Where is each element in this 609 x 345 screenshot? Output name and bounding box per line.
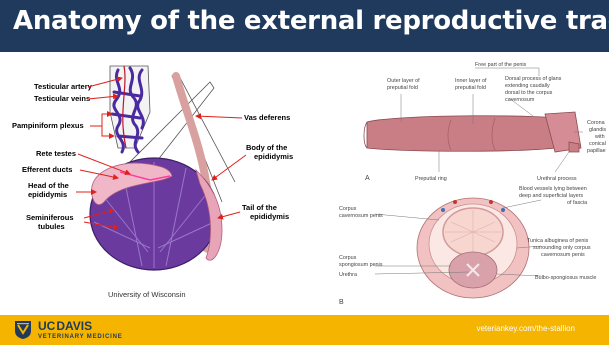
- logo-uc: UC: [38, 319, 55, 333]
- label-inner-2: preputial fold: [455, 85, 486, 91]
- label-urethral-process: Urethral process: [537, 176, 577, 182]
- logo-davis: DAVIS: [56, 319, 92, 333]
- label-body-epididymis-2: epididymis: [254, 152, 293, 161]
- label-dorsal-4: cavernosum: [505, 97, 535, 103]
- logo-vetmed: VETERINARY MEDICINE: [38, 334, 123, 340]
- label-vas-deferens: Vas deferens: [244, 113, 290, 122]
- label-tail-epididymis-2: epididymis: [250, 212, 289, 221]
- slide-title: Anatomy of the external reproductive tra…: [13, 6, 609, 36]
- label-corpus-spong-2: spongiosum penis: [339, 262, 383, 268]
- label-dorsal-3: dorsal to the corpus: [505, 90, 553, 96]
- label-blood-2: deep and superficial layers: [519, 193, 583, 199]
- label-tunica-2: surrounding only corpus: [533, 245, 591, 251]
- label-head-epididymis-2: epididymis: [28, 190, 67, 199]
- label-head-epididymis-1: Head of the: [28, 181, 69, 190]
- label-inner-1: Inner layer of: [455, 78, 487, 84]
- label-blood-3: of fascia: [567, 200, 587, 206]
- label-outer-2: preputial fold: [387, 85, 418, 91]
- label-bulbo: Bulbo-spongiosus muscle: [535, 275, 596, 281]
- label-corona-3: with: [594, 134, 605, 140]
- label-corpus-cav-2: cavernosum penis: [339, 213, 383, 219]
- label-testicular-artery: Testicular artery: [34, 82, 93, 91]
- label-pampiniform-plexus: Pampiniform plexus: [12, 121, 84, 130]
- label-efferent-ducts: Efferent ducts: [22, 165, 72, 174]
- slide-content: Testicular artery Testicular veins Pampi…: [0, 52, 609, 315]
- label-corona-2: glandis: [589, 127, 606, 133]
- label-corona-4: conical: [589, 141, 606, 147]
- label-testicular-veins: Testicular veins: [34, 94, 90, 103]
- label-body-epididymis-1: Body of the: [246, 143, 287, 152]
- label-urethra: Urethra: [339, 272, 357, 278]
- label-corona-5: papillae: [587, 148, 606, 154]
- title-bar: Anatomy of the external reproductive tra…: [0, 0, 609, 52]
- label-corpus-cav-1: Corpus: [339, 206, 357, 212]
- label-corpus-spong-1: Corpus: [339, 255, 357, 261]
- label-rete-testes: Rete testes: [36, 149, 76, 158]
- penis-longitudinal: [364, 112, 581, 152]
- label-tail-epididymis-1: Tail of the: [242, 203, 277, 212]
- label-dorsal-1: Dorsal process of glans: [505, 76, 562, 82]
- label-tunica-1: Tunica albuginea of penis: [527, 238, 589, 244]
- label-preputial-ring: Preputial ring: [415, 176, 447, 182]
- label-seminiferous-1: Seminiferous: [26, 213, 74, 222]
- source-link[interactable]: veteriankey.com/the-stallion: [476, 324, 575, 333]
- label-blood-1: Blood vessels lying between: [519, 186, 587, 192]
- uc-davis-logo[interactable]: UCDAVIS VETERINARY MEDICINE: [14, 319, 123, 341]
- label-dorsal-2: extending caudally: [505, 83, 550, 89]
- penis-cross-section: [417, 198, 529, 298]
- footer-bar: UCDAVIS VETERINARY MEDICINE veteriankey.…: [0, 315, 609, 345]
- uc-davis-shield-icon: [14, 320, 32, 340]
- testis-diagram: Testicular artery Testicular veins Pampi…: [0, 52, 300, 290]
- label-panel-a: A: [365, 175, 370, 182]
- label-panel-b: B: [339, 299, 344, 306]
- label-tunica-3: cavernosum penis: [541, 252, 585, 258]
- label-outer-1: Outer layer of: [387, 78, 420, 84]
- label-free-part: Free part of the penis: [475, 62, 527, 68]
- label-corona-1: Corona: [587, 120, 605, 126]
- penis-diagram: Free part of the penis Outer layer of pr…: [309, 52, 609, 314]
- label-seminiferous-2: tubules: [38, 222, 65, 231]
- figure-caption: University of Wisconsin: [108, 290, 186, 299]
